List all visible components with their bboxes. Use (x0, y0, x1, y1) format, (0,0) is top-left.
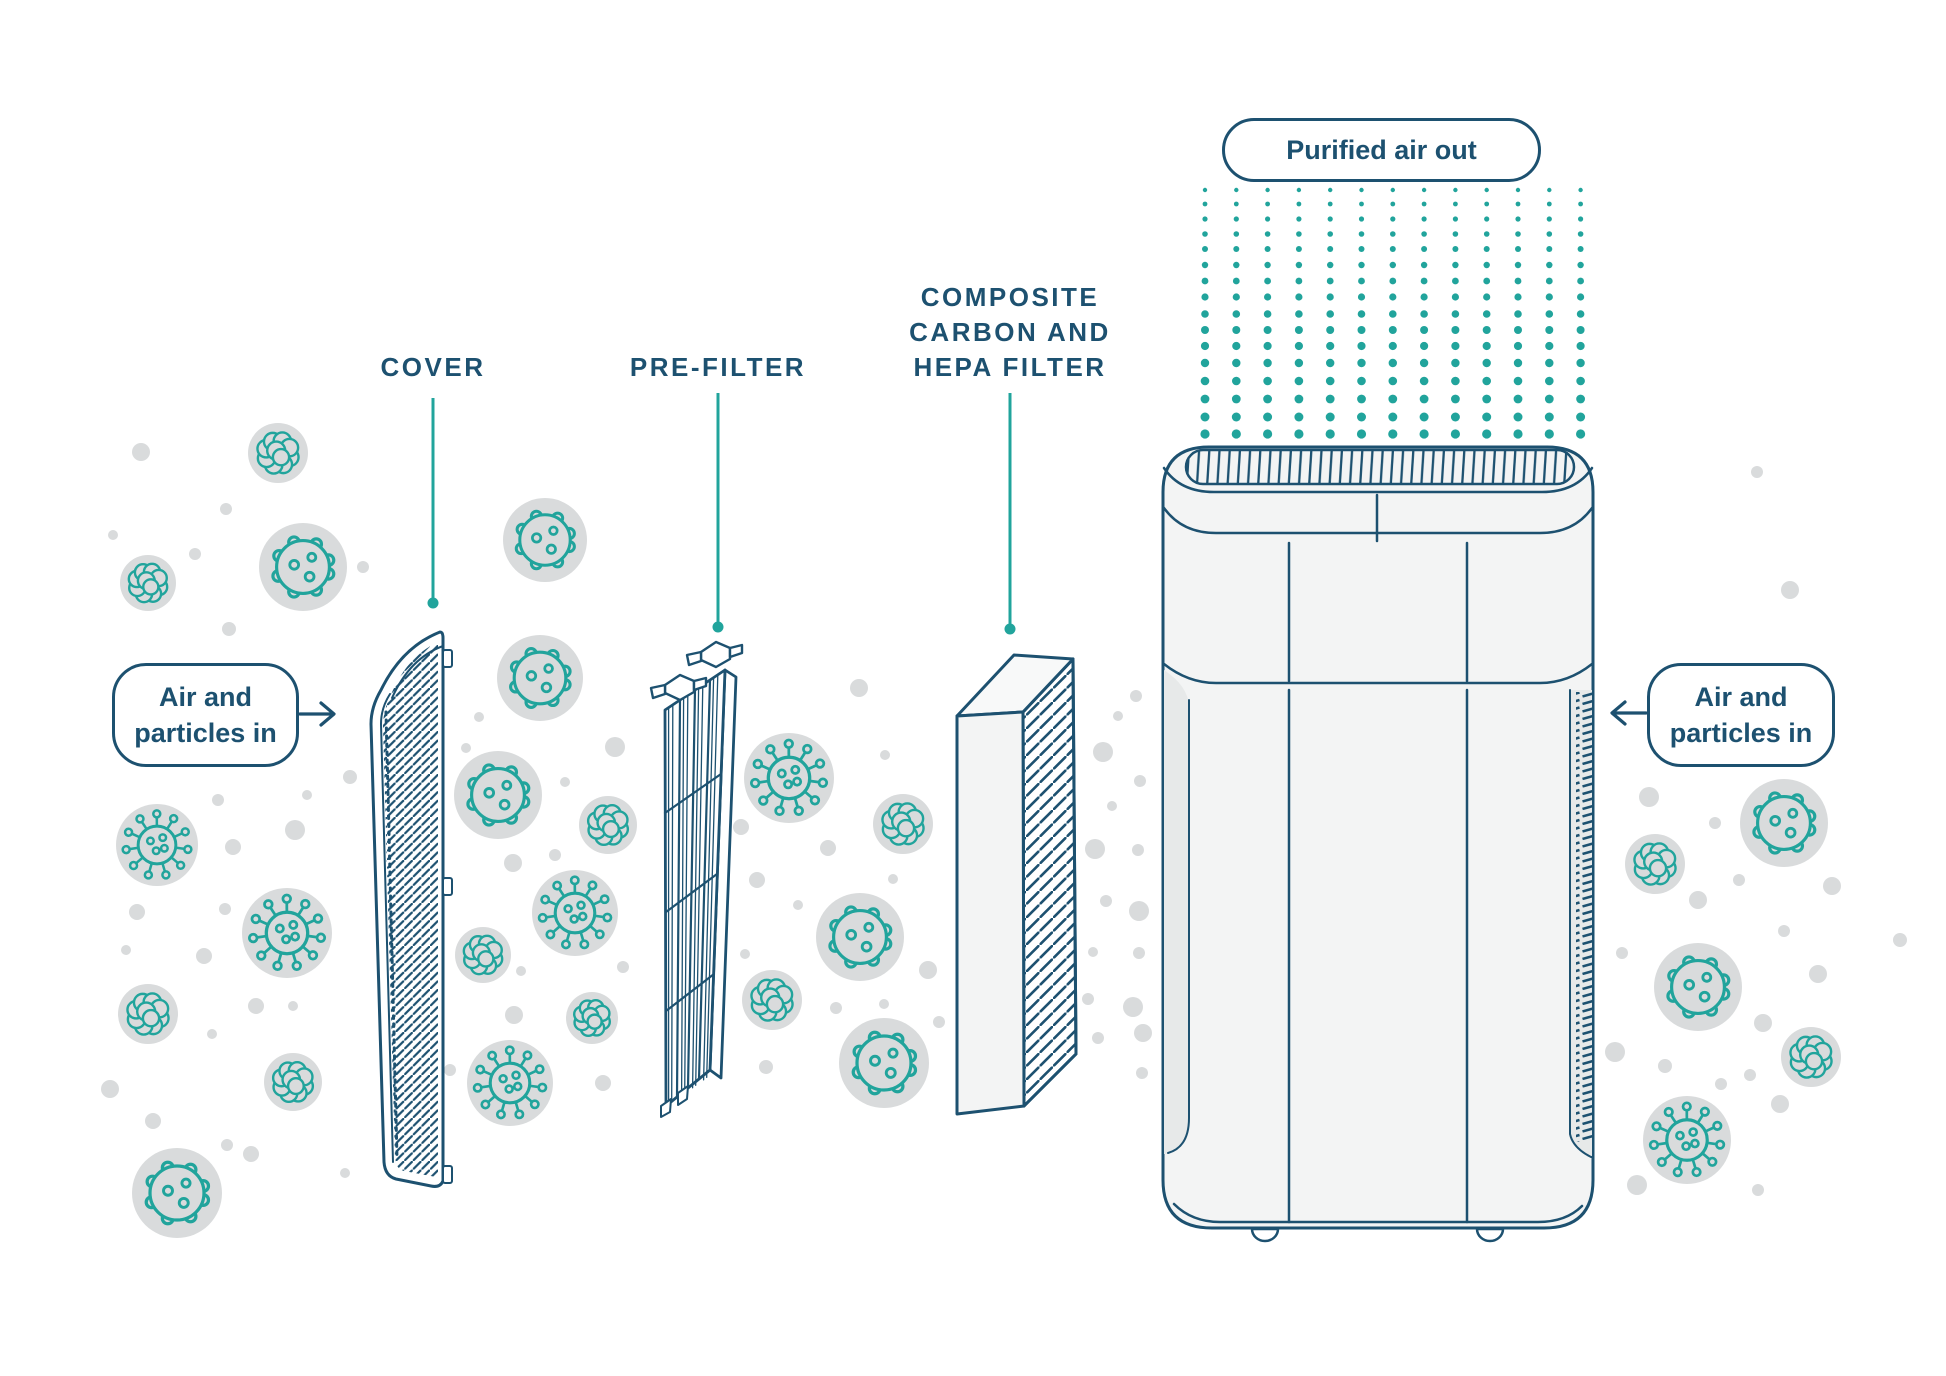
hepa-filter-slab (955, 653, 1078, 1116)
purifier-foot-right (1475, 1227, 1505, 1243)
cover-panel (369, 630, 453, 1188)
arrow-left-icon (1610, 700, 1648, 726)
air-in-left-label: Air and particles in (112, 663, 299, 767)
pre-filter-panel (649, 640, 744, 1118)
airflow-arrows (298, 700, 1648, 727)
composite-filter-label: COMPOSITE CARBON AND HEPA FILTER (909, 282, 1111, 382)
air-in-right-label: Air and particles in (1647, 663, 1835, 767)
purified-air-out-label: Purified air out (1222, 118, 1541, 182)
arrow-right-icon (298, 701, 336, 727)
airborne-particles (101, 423, 1907, 1238)
cover-label: COVER (380, 352, 486, 382)
label-leader-lines (427, 393, 1016, 635)
purified-air-out-text: Purified air out (1286, 135, 1477, 165)
air-purifier-body (1161, 445, 1595, 1243)
purifier-foot-left (1250, 1227, 1280, 1243)
purified-air-dot-stream (1200, 187, 1586, 439)
pre-filter-label: PRE-FILTER (629, 352, 807, 382)
